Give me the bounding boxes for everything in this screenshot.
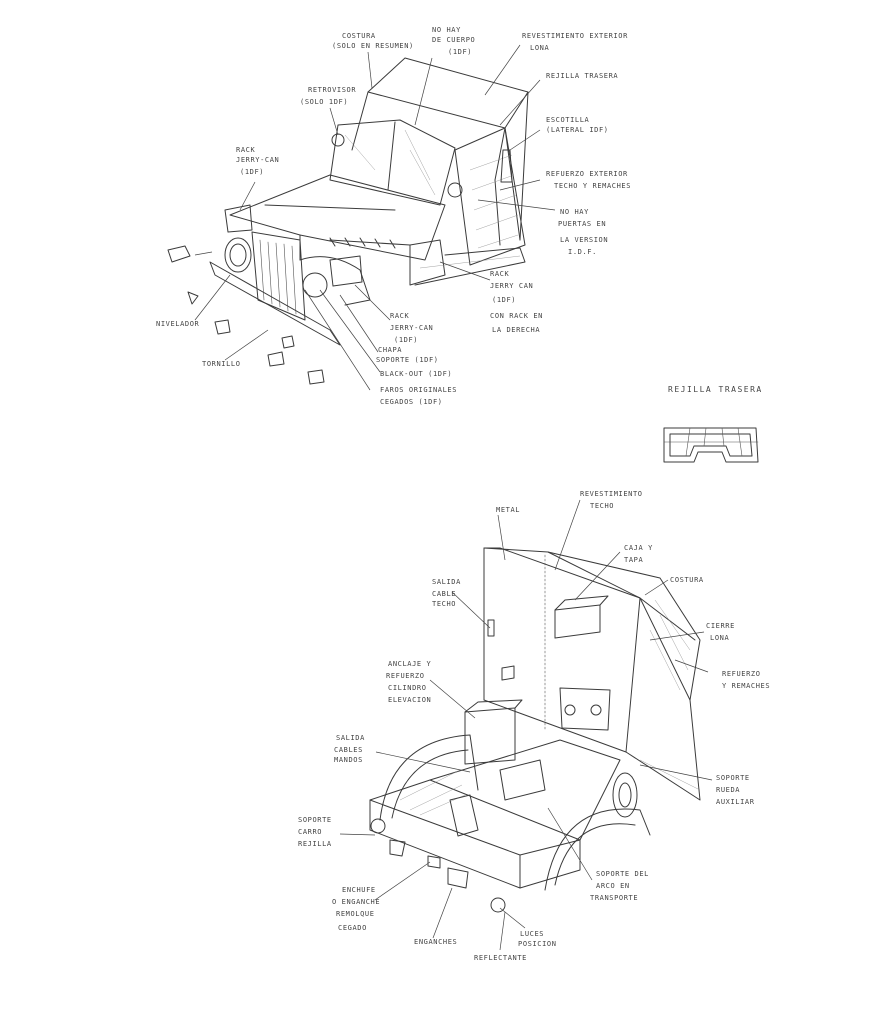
rear-grille-detail: REJILLA TRASERA [663, 385, 763, 463]
label-salida-mandos-b: CABLES [334, 746, 363, 754]
label-enganches: ENGANCHES [414, 938, 457, 946]
label-costura-sub: (SOLO EN RESUMEN) [332, 42, 414, 50]
label-nohay2: NO HAY [560, 208, 589, 216]
label-soporte-carro: SOPORTE [298, 816, 332, 824]
label-nivelador: NIVELADOR [156, 320, 200, 328]
label-soporte-rueda-b: RUEDA [716, 786, 740, 794]
label-rack-3-c: (1DF) [394, 336, 418, 344]
label-refuerzo-ext: REFUERZO EXTERIOR [546, 170, 628, 178]
label-soporte-arco: SOPORTE DEL [596, 870, 649, 878]
label-metal: METAL [496, 506, 520, 514]
label-nohay: NO HAY [432, 26, 461, 34]
label-rack-3-b: JERRY-CAN [390, 324, 433, 332]
label-rack-2-d: CON RACK EN [490, 312, 543, 320]
label-retrovisor: RETROVISOR [308, 86, 356, 94]
label-faros: FAROS ORIGINALES [380, 386, 457, 394]
label-rack-2-e: LA DERECHA [492, 326, 540, 334]
label-nohay2-d: I.D.F. [568, 248, 597, 256]
label-nohay2-b: PUERTAS EN [558, 220, 606, 228]
label-luces-b: POSICION [518, 940, 557, 948]
label-lona: LONA [530, 44, 549, 52]
label-anclaje-c: CILINDRO [388, 684, 427, 692]
label-nohay-sub: DE CUERPO [432, 36, 475, 44]
label-rack-2-b: JERRY CAN [490, 282, 533, 290]
label-salida-mandos: SALIDA [336, 734, 365, 742]
label-rack-1-c: (1DF) [240, 168, 264, 176]
bottom-truck-sketch [369, 547, 701, 913]
label-costura-b: COSTURA [670, 576, 704, 584]
top-truck-sketch [167, 57, 529, 385]
label-chapa: CHAPA [378, 346, 402, 354]
label-anclaje: ANCLAJE Y [388, 660, 432, 668]
label-soporte-arco-b: ARCO EN [596, 882, 630, 890]
label-retrovisor-sub: (SOLO 1DF) [300, 98, 348, 106]
label-salida-cable: SALIDA [432, 578, 461, 586]
label-refuerzo-ext-sub: TECHO Y REMACHES [554, 182, 631, 190]
label-caja-sub: TAPA [624, 556, 643, 564]
label-reflectante: REFLECTANTE [474, 954, 527, 962]
label-refuerzo-b-sub: Y REMACHES [722, 682, 770, 690]
label-nohay-idf: (1DF) [448, 48, 472, 56]
label-rev-techo: REVESTIMIENTO [580, 490, 643, 498]
label-rejilla-top: REJILLA TRASERA [546, 72, 618, 80]
label-rack-3: RACK [390, 312, 409, 320]
rear-grille-title: REJILLA TRASERA [668, 385, 763, 394]
label-salida-cable-b: CABLE [432, 590, 456, 598]
label-rack-2: RACK [490, 270, 509, 278]
label-soporte-carro-b: CARRO [298, 828, 322, 836]
label-cierre: CIERRE [706, 622, 735, 630]
bottom-leader-lines [339, 499, 713, 951]
label-soporte-arco-c: TRANSPORTE [590, 894, 638, 902]
label-anclaje-d: ELEVACION [388, 696, 431, 704]
label-blackout: BLACK-OUT (1DF) [380, 370, 452, 378]
top-leader-lines [194, 44, 556, 391]
bottom-labels: REVESTIMIENTO TECHO METAL CAJA Y TAPA CO… [298, 490, 770, 962]
label-salida-mandos-c: MANDOS [334, 756, 363, 764]
label-anclaje-b: REFUERZO [386, 672, 425, 680]
label-luces: LUCES [520, 930, 544, 938]
label-enchufe-b: O ENGANCHE [332, 898, 380, 906]
label-rack-1: RACK [236, 146, 255, 154]
label-tornillo: TORNILLO [202, 360, 241, 368]
label-refuerzo-b: REFUERZO [722, 670, 761, 678]
label-rack-2-c: (1DF) [492, 296, 516, 304]
label-costura: COSTURA [342, 32, 376, 40]
label-rev-exterior: REVESTIMIENTO EXTERIOR [522, 32, 628, 40]
label-soporte-carro-c: REJILLA [298, 840, 332, 848]
label-escotilla-sub: (LATERAL IDF) [546, 126, 609, 134]
label-rack-1-b: JERRY-CAN [236, 156, 279, 164]
label-chapa-sub: SOPORTE (1DF) [376, 356, 439, 364]
label-nohay2-c: LA VERSION [560, 236, 608, 244]
label-soporte-rueda-c: AUXILIAR [716, 798, 755, 806]
label-cierre-sub: LONA [710, 634, 729, 642]
label-escotilla: ESCOTILLA [546, 116, 590, 124]
label-enchufe-c: REMOLQUE [336, 910, 375, 918]
label-salida-cable-c: TECHO [432, 600, 456, 608]
label-caja: CAJA Y [624, 544, 653, 552]
label-enchufe: ENCHUFE [342, 886, 376, 894]
label-rev-techo-sub: TECHO [590, 502, 614, 510]
label-soporte-rueda: SOPORTE [716, 774, 750, 782]
label-faros-sub: CEGADOS (1DF) [380, 398, 443, 406]
top-labels: COSTURA (SOLO EN RESUMEN) NO HAY DE CUER… [156, 26, 631, 406]
label-enchufe-d: CEGADO [338, 924, 367, 932]
